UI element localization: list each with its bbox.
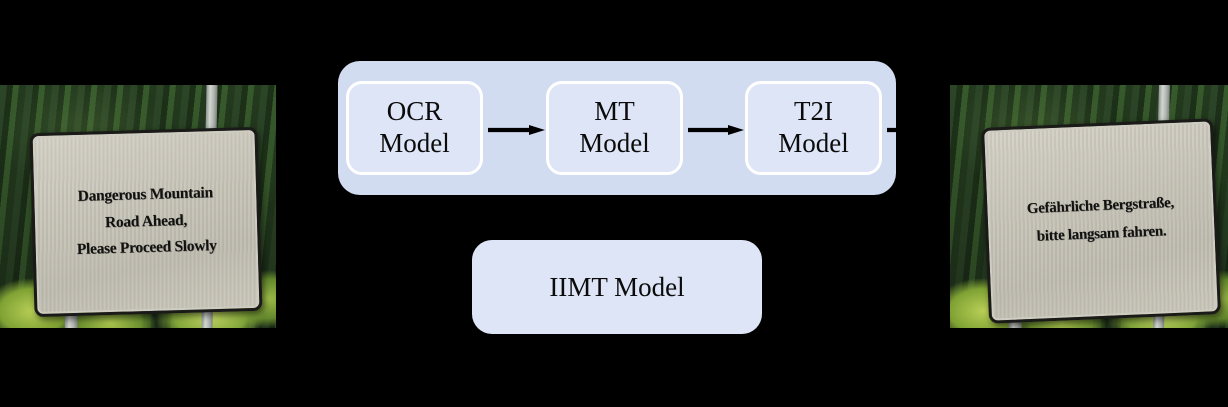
- iimt-model-box[interactable]: IIMT Model: [472, 240, 762, 334]
- cascaded-pipeline-container: OCR Model MT Model T2I Model: [338, 61, 927, 195]
- pipeline-stage-ocr-line1: OCR: [386, 96, 443, 127]
- arrow-right-icon-ocr-to-mt: [488, 125, 545, 135]
- target-sign-plate: Gefährliche Bergstraße, bitte langsam fa…: [980, 118, 1222, 324]
- source-sign-line-2: Road Ahead,: [104, 211, 188, 231]
- source-sign-line-1: Dangerous Mountain: [77, 184, 214, 205]
- pipeline-stage-mt-line1: MT: [594, 96, 635, 127]
- pipeline-stage-t2i-model[interactable]: T2I Model: [745, 81, 882, 175]
- pipeline-stage-ocr-model[interactable]: OCR Model: [346, 81, 483, 175]
- pipeline-stage-mt-model[interactable]: MT Model: [546, 81, 683, 175]
- source-sign-line-3: Please Proceed Slowly: [76, 237, 217, 259]
- pipeline-stage-mt-line2: Model: [579, 128, 650, 158]
- iimt-model-label: IIMT Model: [549, 271, 685, 302]
- pipeline-stage-t2i-line2: Model: [778, 128, 849, 158]
- target-sign-line-2: bitte langsam fahren.: [1036, 223, 1167, 245]
- target-sign-image: Gefährliche Bergstraße, bitte langsam fa…: [950, 85, 1228, 328]
- pipeline-stage-t2i-line1: T2I: [794, 96, 833, 127]
- arrow-right-icon-mt-to-t2i: [688, 125, 744, 135]
- pipeline-stage-ocr-line2: Model: [379, 128, 450, 158]
- arrow-right-icon-t2i-to-output: [887, 125, 927, 135]
- source-sign-image: Dangerous Mountain Road Ahead, Please Pr…: [0, 85, 276, 328]
- source-sign-plate: Dangerous Mountain Road Ahead, Please Pr…: [29, 126, 263, 318]
